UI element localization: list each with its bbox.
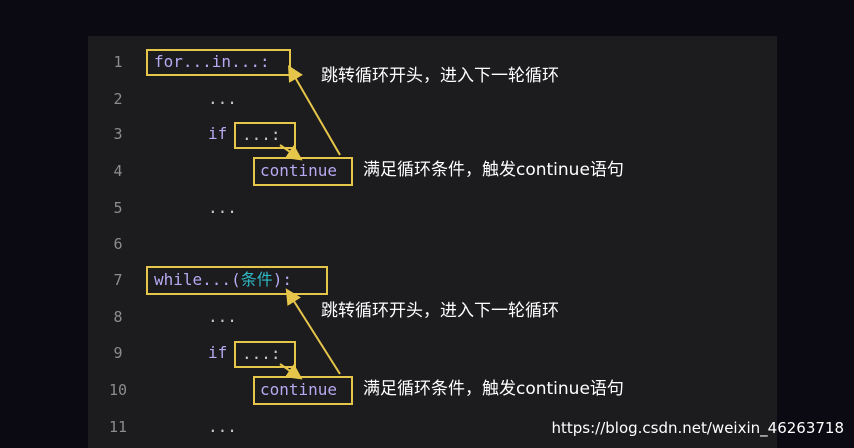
jump-annotation: 跳转循环开头，进入下一轮循环: [321, 66, 559, 86]
line-number: 7: [113, 271, 123, 289]
line-number: 1: [113, 53, 123, 71]
loop-body-ellipsis: ...: [208, 307, 237, 326]
while-statement-highlight: [146, 266, 328, 295]
line-number: 9: [113, 344, 123, 362]
trigger-annotation: 满足循环条件，触发continue语句: [363, 160, 624, 180]
loop-body-ellipsis: ...: [208, 89, 237, 108]
continue-highlight: [253, 376, 353, 405]
line-number: 2: [113, 90, 123, 108]
watermark: https://blog.csdn.net/weixin_46263718: [551, 419, 844, 437]
if-condition: ...:: [242, 344, 281, 363]
if-keyword: if: [208, 124, 228, 143]
for-statement-highlight: [146, 49, 291, 76]
if-condition-highlight: [234, 122, 296, 149]
while-condition: 条件: [240, 270, 273, 289]
code-panel: [88, 36, 777, 448]
condition-to-continue-arrow: [279, 363, 303, 380]
if-condition-highlight: [234, 341, 296, 368]
line-number: 3: [113, 125, 123, 143]
line-number: 10: [108, 381, 128, 399]
continue-keyword: continue: [260, 380, 338, 399]
continue-highlight: [253, 157, 353, 186]
while-suffix: ):: [272, 270, 292, 289]
while-statement: while...(条件):: [154, 270, 292, 290]
if-keyword: if: [208, 343, 228, 362]
jump-back-arrow: [287, 65, 341, 156]
line-number: 11: [108, 418, 128, 436]
for-statement: for...in...:: [154, 52, 270, 71]
loop-body-ellipsis: ...: [208, 417, 237, 436]
trigger-annotation: 满足循环条件，触发continue语句: [363, 379, 624, 399]
loop-body-ellipsis: ...: [208, 198, 237, 217]
line-number: 8: [113, 308, 123, 326]
jump-annotation: 跳转循环开头，进入下一轮循环: [321, 301, 559, 321]
continue-keyword: continue: [260, 161, 338, 180]
condition-to-continue-arrow: [279, 144, 303, 161]
if-condition: ...:: [242, 125, 281, 144]
line-number: 4: [113, 162, 123, 180]
line-number: 6: [113, 235, 123, 253]
jump-back-arrow: [285, 288, 341, 375]
while-prefix: while...(: [154, 270, 241, 289]
line-number: 5: [113, 199, 123, 217]
